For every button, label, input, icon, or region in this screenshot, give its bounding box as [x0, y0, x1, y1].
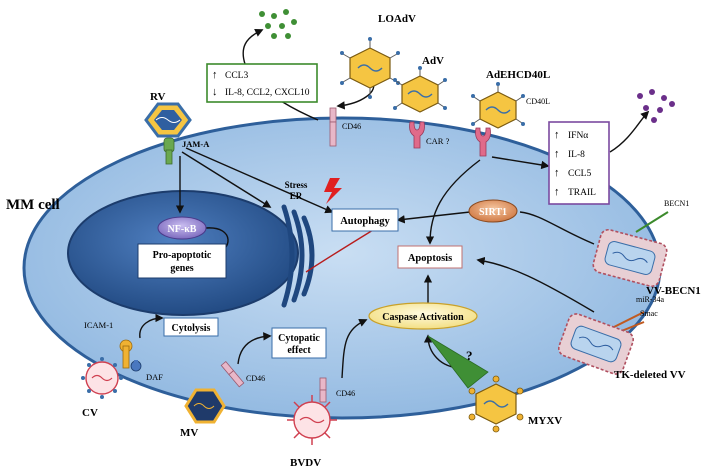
cv-virus — [81, 357, 123, 399]
bvdv-virus — [287, 395, 337, 445]
rv-virus — [144, 102, 192, 138]
box1-down-arrow: ↓ — [212, 86, 218, 98]
arrow-sirt1-to-autophagy — [396, 211, 471, 224]
loadv-virus — [340, 37, 400, 99]
box2-arrow: ↑ — [554, 186, 560, 198]
sirt1-label: SIRT1 — [479, 207, 507, 218]
cd46-top-label: CD46 — [342, 122, 361, 131]
box2-arrow: ↑ — [554, 167, 560, 179]
caspase-label: Caspase Activation — [382, 312, 464, 323]
genes-label-1: Pro-apoptotic — [153, 250, 212, 261]
er-label-1: Stress — [285, 180, 308, 190]
autophagy-label: Autophagy — [340, 216, 390, 227]
vv-becn1-virus — [592, 228, 668, 288]
arrow-bvdv-to-caspase — [341, 318, 368, 379]
genes-box — [137, 243, 227, 279]
arrow-cd40l-to-apoptosis — [425, 159, 481, 245]
adv-label: AdV — [422, 55, 444, 67]
nfkb-label: NF-κB — [168, 224, 197, 235]
purple-cytokine-dots — [637, 89, 675, 123]
apoptosis-label: Apoptosis — [408, 253, 452, 264]
becn1-label: BECN1 — [664, 199, 689, 208]
mir34a-line — [611, 311, 645, 329]
apoptosis-box — [397, 245, 463, 269]
box2-item-ifn: IFNα — [568, 131, 588, 141]
arrow-jama-to-autophagy — [185, 147, 334, 214]
nfkb-oval — [157, 216, 207, 240]
cytokine-box-2 — [548, 121, 610, 205]
cytolysis-box — [163, 317, 219, 337]
box1-up-text: CCL3 — [225, 71, 248, 81]
box2-item-trail: TRAIL — [568, 188, 596, 198]
bvdv-label: BVDV — [290, 457, 321, 469]
box1-down-text: IL-8, CCL2, CXCL10 — [225, 88, 310, 98]
cd40l-receptor — [475, 127, 491, 157]
adehcd40l-virus — [471, 82, 525, 129]
daf-receptor — [130, 360, 142, 372]
arrow-icam1-to-cytolysis — [139, 313, 164, 339]
jama-label: JAM-A — [182, 139, 210, 149]
lightning-icon — [324, 178, 342, 204]
car-label: CAR ? — [426, 136, 450, 146]
myxv-virus — [468, 375, 524, 433]
box2-arrow: ↑ — [554, 148, 560, 160]
cd46-receptor-mv — [220, 360, 245, 388]
icam1-receptor — [119, 339, 133, 369]
arrow-vvbecn1-to-sirt1 — [519, 211, 595, 245]
autophagy-box — [331, 208, 399, 232]
genes-label-2: genes — [170, 263, 193, 274]
cd46-mv-label: CD46 — [246, 374, 265, 383]
myxv-label: MYXV — [528, 415, 562, 427]
box2-item-il8: IL-8 — [568, 150, 585, 160]
green-cytokine-dots — [259, 9, 297, 39]
car-receptor — [409, 121, 425, 149]
arrow-tkvv-to-apoptosis — [476, 256, 595, 313]
mir34a-label: miR-34a — [636, 295, 664, 304]
mv-label: MV — [180, 427, 198, 439]
arrow-rv-to-er — [181, 151, 272, 208]
box2-items: ↑ IFNα ↑ IL-8 ↑ CCL5 ↑ TRAIL — [554, 129, 596, 198]
box2-arrow: ↑ — [554, 129, 560, 141]
cytokine-box-1 — [206, 63, 318, 103]
adehcd40l-label: AdEHCD40L — [486, 69, 550, 81]
icam1-label: ICAM-1 — [84, 320, 113, 330]
tk-deleted-vv-virus — [557, 313, 635, 375]
caspase-oval — [368, 302, 478, 330]
cell-title: MM cell — [6, 197, 60, 213]
cd40l-label: CD40L — [526, 97, 550, 106]
rv-label: RV — [150, 91, 166, 103]
smac-label: Smac — [640, 309, 658, 318]
tk-deleted-vv-label: TK-deleted VV — [614, 369, 686, 381]
cv-label: CV — [82, 407, 98, 419]
cytopatic-label-1: Cytopatic — [278, 333, 320, 344]
er-label-2: ER — [290, 191, 303, 201]
box2-item-ccl5: CCL5 — [568, 169, 591, 179]
cytopatic-label-2: effect — [287, 345, 311, 356]
endoplasmic-reticulum — [281, 204, 315, 308]
box1-up-arrow: ↑ — [212, 69, 218, 81]
arrow-box1-to-dots — [242, 29, 264, 65]
cd46-receptor-top — [329, 107, 337, 147]
cd46-receptor-bvdv — [319, 377, 327, 403]
myxv-question: ? — [466, 348, 473, 363]
vv-becn1-label: VV-BECN1 — [646, 285, 701, 297]
sirt1-oval — [468, 199, 518, 223]
becn1-line — [635, 211, 669, 233]
mv-virus — [184, 388, 226, 424]
cytopatic-box — [271, 327, 327, 359]
arrow-receptor-to-box2 — [491, 156, 550, 170]
arrow-box2-to-dots — [609, 110, 650, 153]
myxv-cone — [427, 335, 489, 389]
loadv-label: LOAdV — [378, 13, 416, 25]
adv-virus — [393, 66, 447, 113]
cd46-bvdv-label: CD46 — [336, 389, 355, 398]
cytolysis-label: Cytolysis — [172, 323, 211, 334]
arrow-mv-to-cytopatic — [237, 332, 272, 365]
daf-label: DAF — [146, 372, 163, 382]
jama-receptor — [163, 137, 175, 165]
